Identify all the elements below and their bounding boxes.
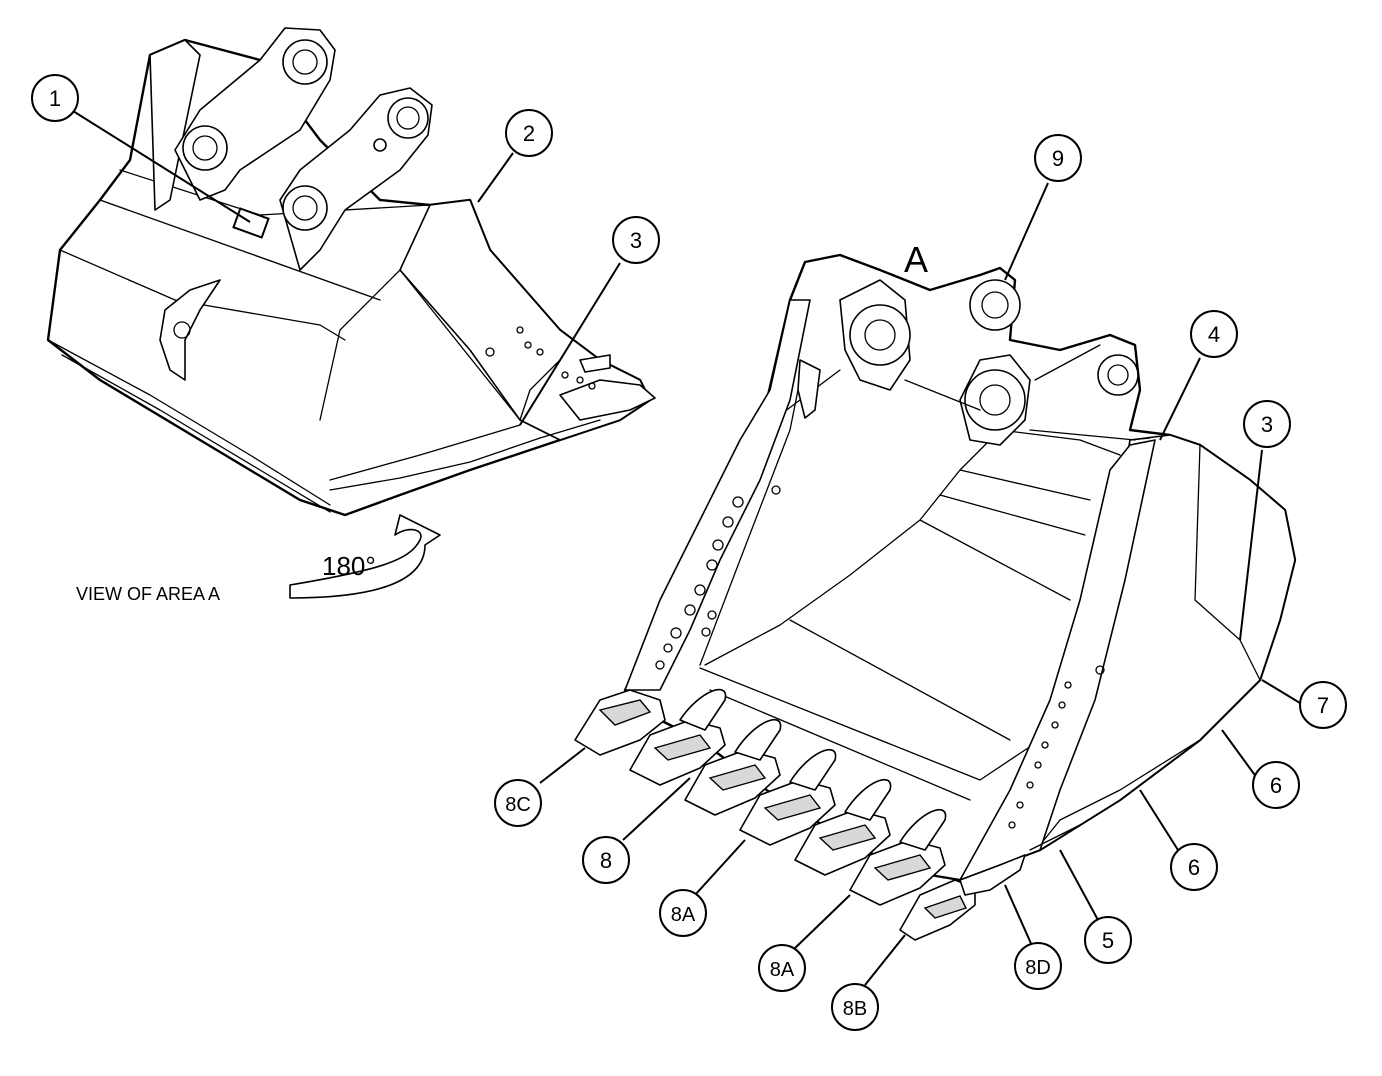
right-bolt-holes bbox=[1008, 665, 1105, 829]
callout-8c: 8C bbox=[494, 779, 542, 827]
svg-text:5: 5 bbox=[1102, 928, 1114, 953]
bucket-teeth bbox=[574, 688, 976, 941]
callout-5: 5 bbox=[1084, 916, 1132, 964]
rotation-label: 180° bbox=[322, 551, 376, 581]
callout-2: 2 bbox=[505, 109, 553, 157]
svg-text:2: 2 bbox=[523, 121, 535, 146]
svg-text:8C: 8C bbox=[505, 794, 531, 816]
svg-text:8A: 8A bbox=[671, 904, 696, 926]
svg-text:8D: 8D bbox=[1025, 957, 1051, 979]
svg-text:3: 3 bbox=[630, 228, 642, 253]
callout-1: 1 bbox=[31, 74, 79, 122]
leader-lines bbox=[72, 110, 1301, 986]
svg-text:8B: 8B bbox=[843, 998, 867, 1020]
callout-4: 4 bbox=[1190, 310, 1238, 358]
callout-6b: 6 bbox=[1170, 843, 1218, 891]
callout-8a-lower: 8A bbox=[758, 944, 806, 992]
callout-6a: 6 bbox=[1252, 761, 1300, 809]
callout-8b: 8B bbox=[831, 983, 879, 1031]
rear-view-bucket bbox=[46, 27, 656, 517]
callout-8: 8 bbox=[582, 836, 630, 884]
view-label: VIEW OF AREA A bbox=[76, 584, 220, 604]
rotation-arrow bbox=[289, 514, 441, 599]
area-a-label: A bbox=[904, 239, 928, 280]
serial-plate bbox=[232, 207, 270, 239]
callout-3b: 3 bbox=[1243, 400, 1291, 448]
callout-3a: 3 bbox=[612, 216, 660, 264]
svg-text:3: 3 bbox=[1261, 412, 1273, 437]
callout-9: 9 bbox=[1034, 134, 1082, 182]
callout-7: 7 bbox=[1299, 681, 1347, 729]
svg-text:8: 8 bbox=[600, 848, 612, 873]
svg-text:8A: 8A bbox=[770, 959, 795, 981]
main-bucket bbox=[574, 253, 1297, 941]
svg-text:9: 9 bbox=[1052, 146, 1064, 171]
svg-text:6: 6 bbox=[1270, 773, 1282, 798]
svg-text:7: 7 bbox=[1317, 693, 1329, 718]
svg-text:1: 1 bbox=[49, 86, 61, 111]
left-bolt-holes bbox=[655, 485, 781, 670]
callout-8d: 8D bbox=[1014, 942, 1062, 990]
svg-text:6: 6 bbox=[1188, 855, 1200, 880]
callout-8a-upper: 8A bbox=[659, 889, 707, 937]
side-cutter-8d bbox=[959, 854, 1026, 896]
svg-text:4: 4 bbox=[1208, 322, 1220, 347]
